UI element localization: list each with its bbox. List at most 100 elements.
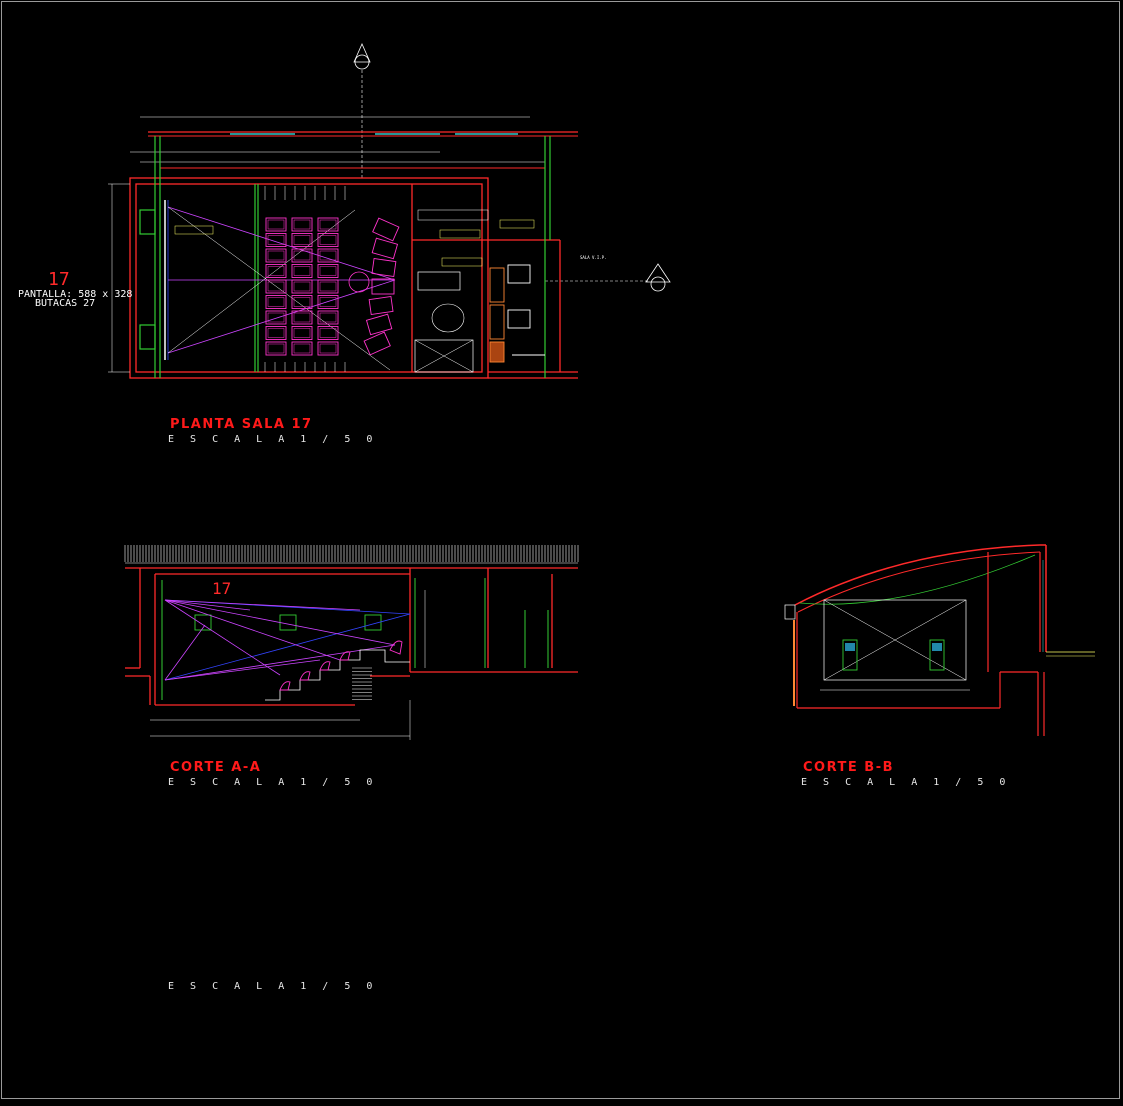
seat-cushion <box>267 266 285 276</box>
plan-scale: E S C A L A 1 / 5 0 <box>168 434 377 445</box>
seat <box>291 341 313 356</box>
seat-cushion <box>267 219 285 230</box>
seat <box>291 233 313 247</box>
section-a-seats <box>279 640 403 691</box>
seat <box>317 295 339 309</box>
seat <box>291 264 313 278</box>
section-a-stairs <box>352 667 372 700</box>
section-b-title: CORTE B-B <box>803 760 894 775</box>
vip-seat <box>371 237 399 260</box>
seat <box>317 326 339 340</box>
seat <box>317 279 339 294</box>
section-marker-right <box>545 263 671 292</box>
section-a-green <box>161 578 549 700</box>
vip-seat <box>365 313 393 336</box>
seat-cushion <box>319 235 337 245</box>
seat <box>265 310 287 325</box>
seat-cushion <box>267 312 285 323</box>
seat-cushion <box>319 281 337 292</box>
section-b-screen-box <box>820 599 970 691</box>
plan-screen <box>164 200 169 360</box>
seat-cushion <box>293 281 311 292</box>
seat-cushion <box>319 312 337 323</box>
plan-room-number: 17 <box>48 269 70 290</box>
seat-cushion <box>319 219 337 230</box>
seat <box>291 279 313 294</box>
seat-cushion <box>319 297 337 307</box>
plan-seating <box>265 217 339 356</box>
section-a-dimensions <box>150 590 426 740</box>
seat-cushion <box>267 343 285 354</box>
section-a-walls <box>125 567 578 706</box>
section-b-roof <box>794 544 1095 657</box>
seat <box>317 233 339 247</box>
seat-cushion <box>319 328 337 338</box>
seat-cushion <box>267 235 285 245</box>
plan-screen-label: PANTALLA: 588 x 328 <box>18 289 132 300</box>
section-b-view: CORTE B-B E S C A L A 1 / 5 0 <box>784 544 1095 788</box>
seat <box>291 326 313 340</box>
plan-restrooms <box>489 264 545 363</box>
section-a-projectors <box>194 614 382 631</box>
seat-cushion <box>319 250 337 261</box>
plan-vip-room-label: SALA V.I.P. <box>580 255 607 260</box>
seat-cushion <box>293 328 311 338</box>
seat-cushion <box>293 266 311 276</box>
seat <box>265 295 287 309</box>
seat <box>265 326 287 340</box>
seat <box>317 310 339 325</box>
section-a-stepped-floor <box>265 649 410 701</box>
section-a-title: CORTE A-A <box>170 760 261 775</box>
plan-projector-booth <box>174 209 535 333</box>
section-a-room-number: 17 <box>212 579 231 598</box>
plan-title: PLANTA SALA 17 <box>170 417 313 432</box>
seat <box>265 248 287 263</box>
seat-cushion <box>319 266 337 276</box>
seat-cushion <box>293 343 311 354</box>
vip-seat <box>371 258 397 277</box>
seat <box>265 264 287 278</box>
vip-seat <box>372 217 400 242</box>
section-marker-top <box>353 43 371 180</box>
seat <box>291 217 313 232</box>
plan-view: 17 PANTALLA: 588 x 328 BUTACAS 27 SALA V… <box>18 43 671 445</box>
seat-cushion <box>293 219 311 230</box>
seat-cushion <box>293 235 311 245</box>
seat <box>317 217 339 232</box>
seat <box>317 341 339 356</box>
seat-cushion <box>319 343 337 354</box>
seat <box>317 264 339 278</box>
seat-cushion <box>267 281 285 292</box>
seat <box>265 341 287 356</box>
seat <box>291 295 313 309</box>
seat <box>317 248 339 263</box>
seat-cushion <box>267 328 285 338</box>
section-b-column <box>784 604 796 706</box>
section-a-projection-lines <box>164 599 411 681</box>
vip-seat <box>368 296 394 315</box>
section-b-walls <box>796 552 1045 736</box>
section-a-roof <box>124 545 579 562</box>
plan-top-dimensions <box>130 116 578 169</box>
seat-cushion <box>293 250 311 261</box>
seat-cushion <box>293 297 311 307</box>
section-b-projectors <box>842 639 945 671</box>
seat <box>265 217 287 232</box>
vip-seat <box>371 278 395 295</box>
plan-left-dimension <box>108 183 130 373</box>
seat <box>265 279 287 294</box>
section-b-scale: E S C A L A 1 / 5 0 <box>801 777 1010 788</box>
seat-cushion <box>293 312 311 323</box>
seat <box>291 310 313 325</box>
plan-seats-label: BUTACAS 27 <box>35 298 95 309</box>
plan-walls <box>129 177 578 379</box>
section-a-scale: E S C A L A 1 / 5 0 <box>168 777 377 788</box>
seat-cushion <box>267 297 285 307</box>
section-a-view: 17 CORTE A-A E S C A L A 1 / 5 0 <box>124 545 579 788</box>
seat <box>291 248 313 263</box>
footer-scale: E S C A L A 1 / 5 0 <box>168 981 377 992</box>
plan-vip-seats <box>363 217 400 356</box>
plan-stairs <box>264 186 346 372</box>
plan-columns <box>139 136 551 378</box>
